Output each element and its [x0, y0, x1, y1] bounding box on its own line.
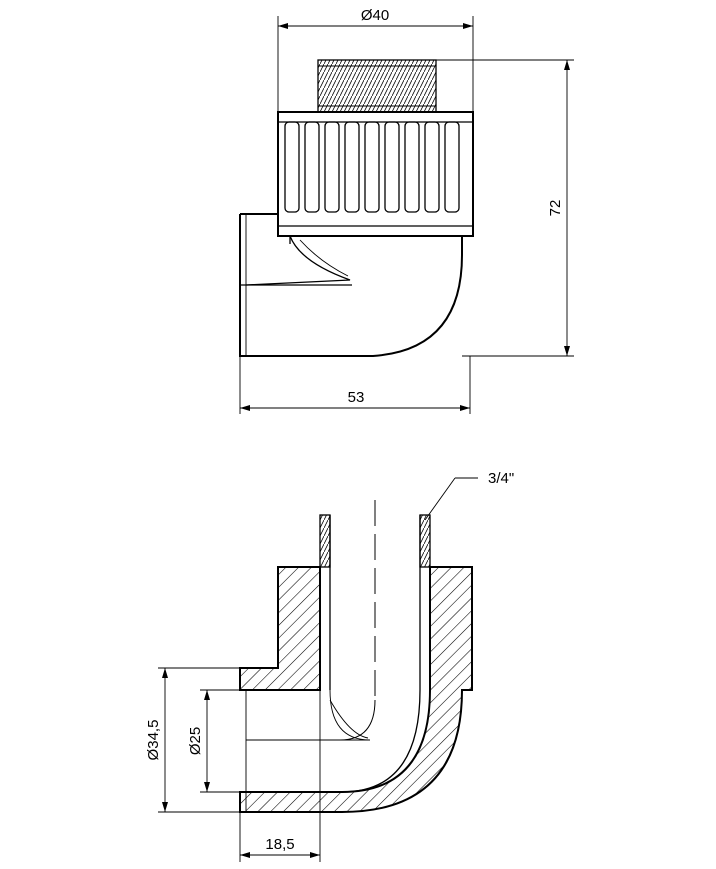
thread-leader: 3/4" [424, 470, 514, 521]
section-view: 3/4" Ø34,5 Ø25 18,5 [145, 470, 514, 862]
width-label: 53 [348, 389, 365, 406]
dimension-height: 72 [436, 59, 574, 357]
thread-label: 3/4" [488, 470, 514, 487]
section-wall-outer [239, 566, 473, 813]
section-wall-left [239, 566, 321, 691]
dimension-top-diameter: Ø40 [277, 7, 474, 112]
socket-depth-label: 18,5 [265, 836, 294, 853]
outer-diameter-label: Ø34,5 [145, 720, 162, 761]
elbow-body [239, 213, 463, 357]
ribbed-nut [277, 111, 474, 244]
top-diameter-label: Ø40 [361, 7, 389, 24]
dimension-width: 53 [239, 356, 471, 414]
height-label: 72 [547, 200, 564, 217]
dimension-inner-diameter: Ø25 [187, 689, 320, 793]
elevation-view: Ø40 72 53 [239, 7, 574, 414]
dimension-outer-diameter: Ø34,5 [145, 667, 240, 813]
dimension-socket-depth: 18,5 [239, 812, 321, 862]
centerline-curve [339, 699, 376, 741]
threaded-nipple [317, 59, 437, 113]
inner-diameter-label: Ø25 [187, 727, 204, 755]
